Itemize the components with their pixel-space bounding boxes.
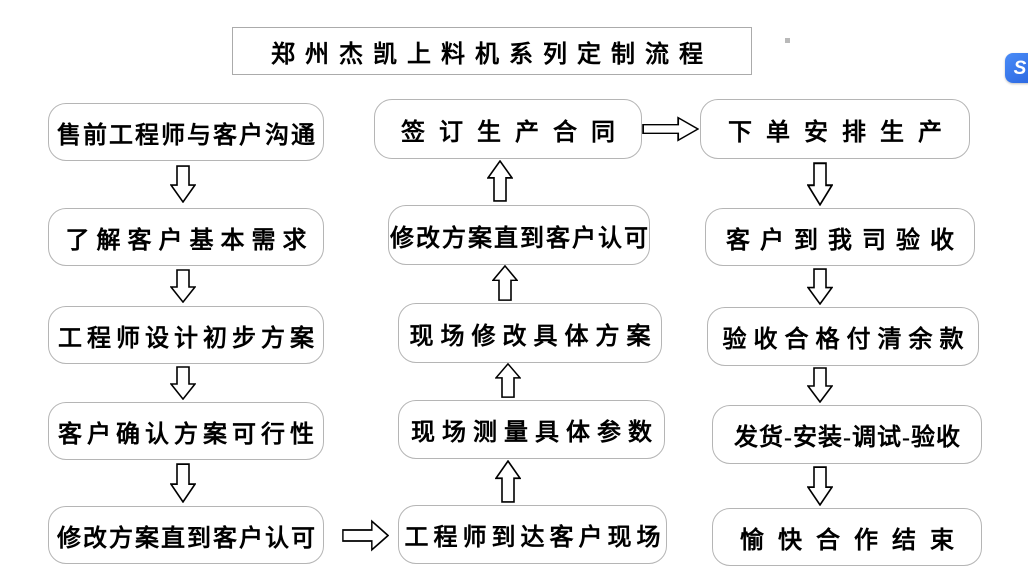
up-arrow-icon <box>495 363 521 398</box>
down-arrow-icon <box>807 367 833 403</box>
flow-box-middle-3: 现场测量具体参数 <box>398 400 665 459</box>
flow-box-right-1: 客户到我司验收 <box>705 208 975 266</box>
flow-box-left-2: 工程师设计初步方案 <box>48 306 324 364</box>
down-arrow-icon <box>170 165 196 203</box>
down-arrow-icon <box>807 268 833 305</box>
flow-box-right-4: 愉快合作结束 <box>712 508 982 566</box>
down-arrow-icon <box>170 366 196 400</box>
diagram-title: 郑州杰凯上料机系列定制流程 <box>232 27 752 75</box>
flow-box-right-2: 验收合格付清余款 <box>707 307 979 366</box>
flow-box-left-3: 客户确认方案可行性 <box>48 402 324 460</box>
down-arrow-icon <box>170 463 196 503</box>
flow-box-left-4: 修改方案直到客户认可 <box>48 506 324 564</box>
flow-box-middle-0: 签订生产合同 <box>374 99 642 159</box>
s-logo-icon: S <box>1013 57 1027 79</box>
right-arrow-icon <box>342 519 389 552</box>
floating-extension-button[interactable]: S <box>1005 53 1028 83</box>
flow-box-left-1: 了解客户基本需求 <box>48 208 324 266</box>
flow-box-left-0: 售前工程师与客户沟通 <box>48 103 324 161</box>
flow-box-middle-2: 现场修改具体方案 <box>398 303 662 363</box>
flow-box-middle-4: 工程师到达客户现场 <box>398 505 667 564</box>
flow-box-middle-1: 修改方案直到客户认可 <box>388 205 650 265</box>
up-arrow-icon <box>492 265 518 301</box>
down-arrow-icon <box>170 269 196 303</box>
up-arrow-icon <box>487 160 513 202</box>
down-arrow-icon <box>807 466 833 506</box>
right-arrow-icon <box>642 116 699 142</box>
selection-handle-dot <box>785 38 790 43</box>
flow-box-right-3: 发货-安装-调试-验收 <box>712 405 982 464</box>
down-arrow-icon <box>807 162 833 206</box>
flow-box-right-0: 下单安排生产 <box>700 99 970 159</box>
up-arrow-icon <box>495 460 521 503</box>
